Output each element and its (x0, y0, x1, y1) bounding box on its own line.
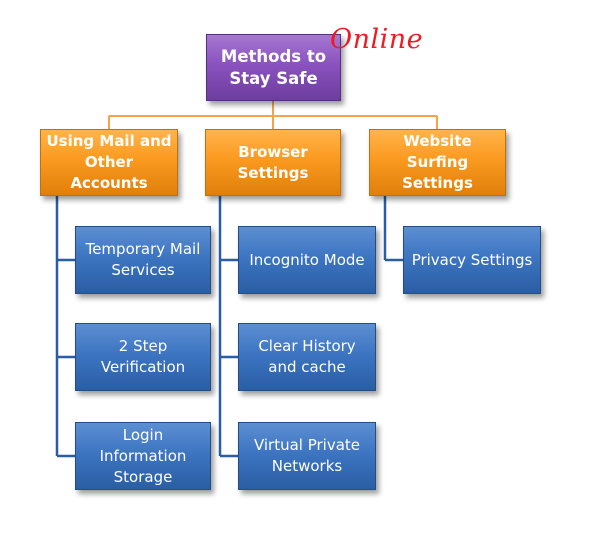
item-node-privacy-settings: Privacy Settings (403, 226, 541, 294)
item-node-incognito-mode: Incognito Mode (238, 226, 376, 294)
item-label-incognito-mode: Incognito Mode (249, 250, 365, 269)
root-node: Methods to Stay Safe (206, 34, 341, 101)
category-node-mail: Using Mail and Other Accounts (40, 129, 178, 196)
item-node-2-step-verification: 2 Step Verification (75, 323, 211, 391)
item-connectors (55, 196, 403, 458)
item-node-clear-history: Clear History and cache (238, 323, 376, 391)
category-node-website: Website Surfing Settings (369, 129, 506, 196)
item-node-login-information-storage: Login Information Storage (75, 422, 211, 490)
item-label-privacy-settings: Privacy Settings (411, 250, 533, 269)
item-label-clear-history: Clear History and cache (258, 337, 356, 376)
item-label-virtual-private-networks: Virtual Private Networks (253, 436, 361, 475)
root-connectors (108, 101, 438, 129)
item-label-temporary-mail: Temporary Mail Services (85, 240, 201, 279)
item-node-temporary-mail: Temporary Mail Services (75, 226, 211, 294)
category-label-browser: Browser Settings (237, 142, 309, 182)
category-node-browser: Browser Settings (205, 129, 341, 196)
online-annotation: Online (330, 24, 424, 55)
category-label-mail: Using Mail and Other Accounts (46, 132, 172, 192)
root-node-label: Methods to Stay Safe (220, 46, 327, 88)
item-node-virtual-private-networks: Virtual Private Networks (238, 422, 376, 490)
item-label-login-information-storage: Login Information Storage (99, 425, 187, 486)
item-label-2-step-verification: 2 Step Verification (100, 337, 186, 376)
category-label-website: Website Surfing Settings (402, 132, 473, 192)
